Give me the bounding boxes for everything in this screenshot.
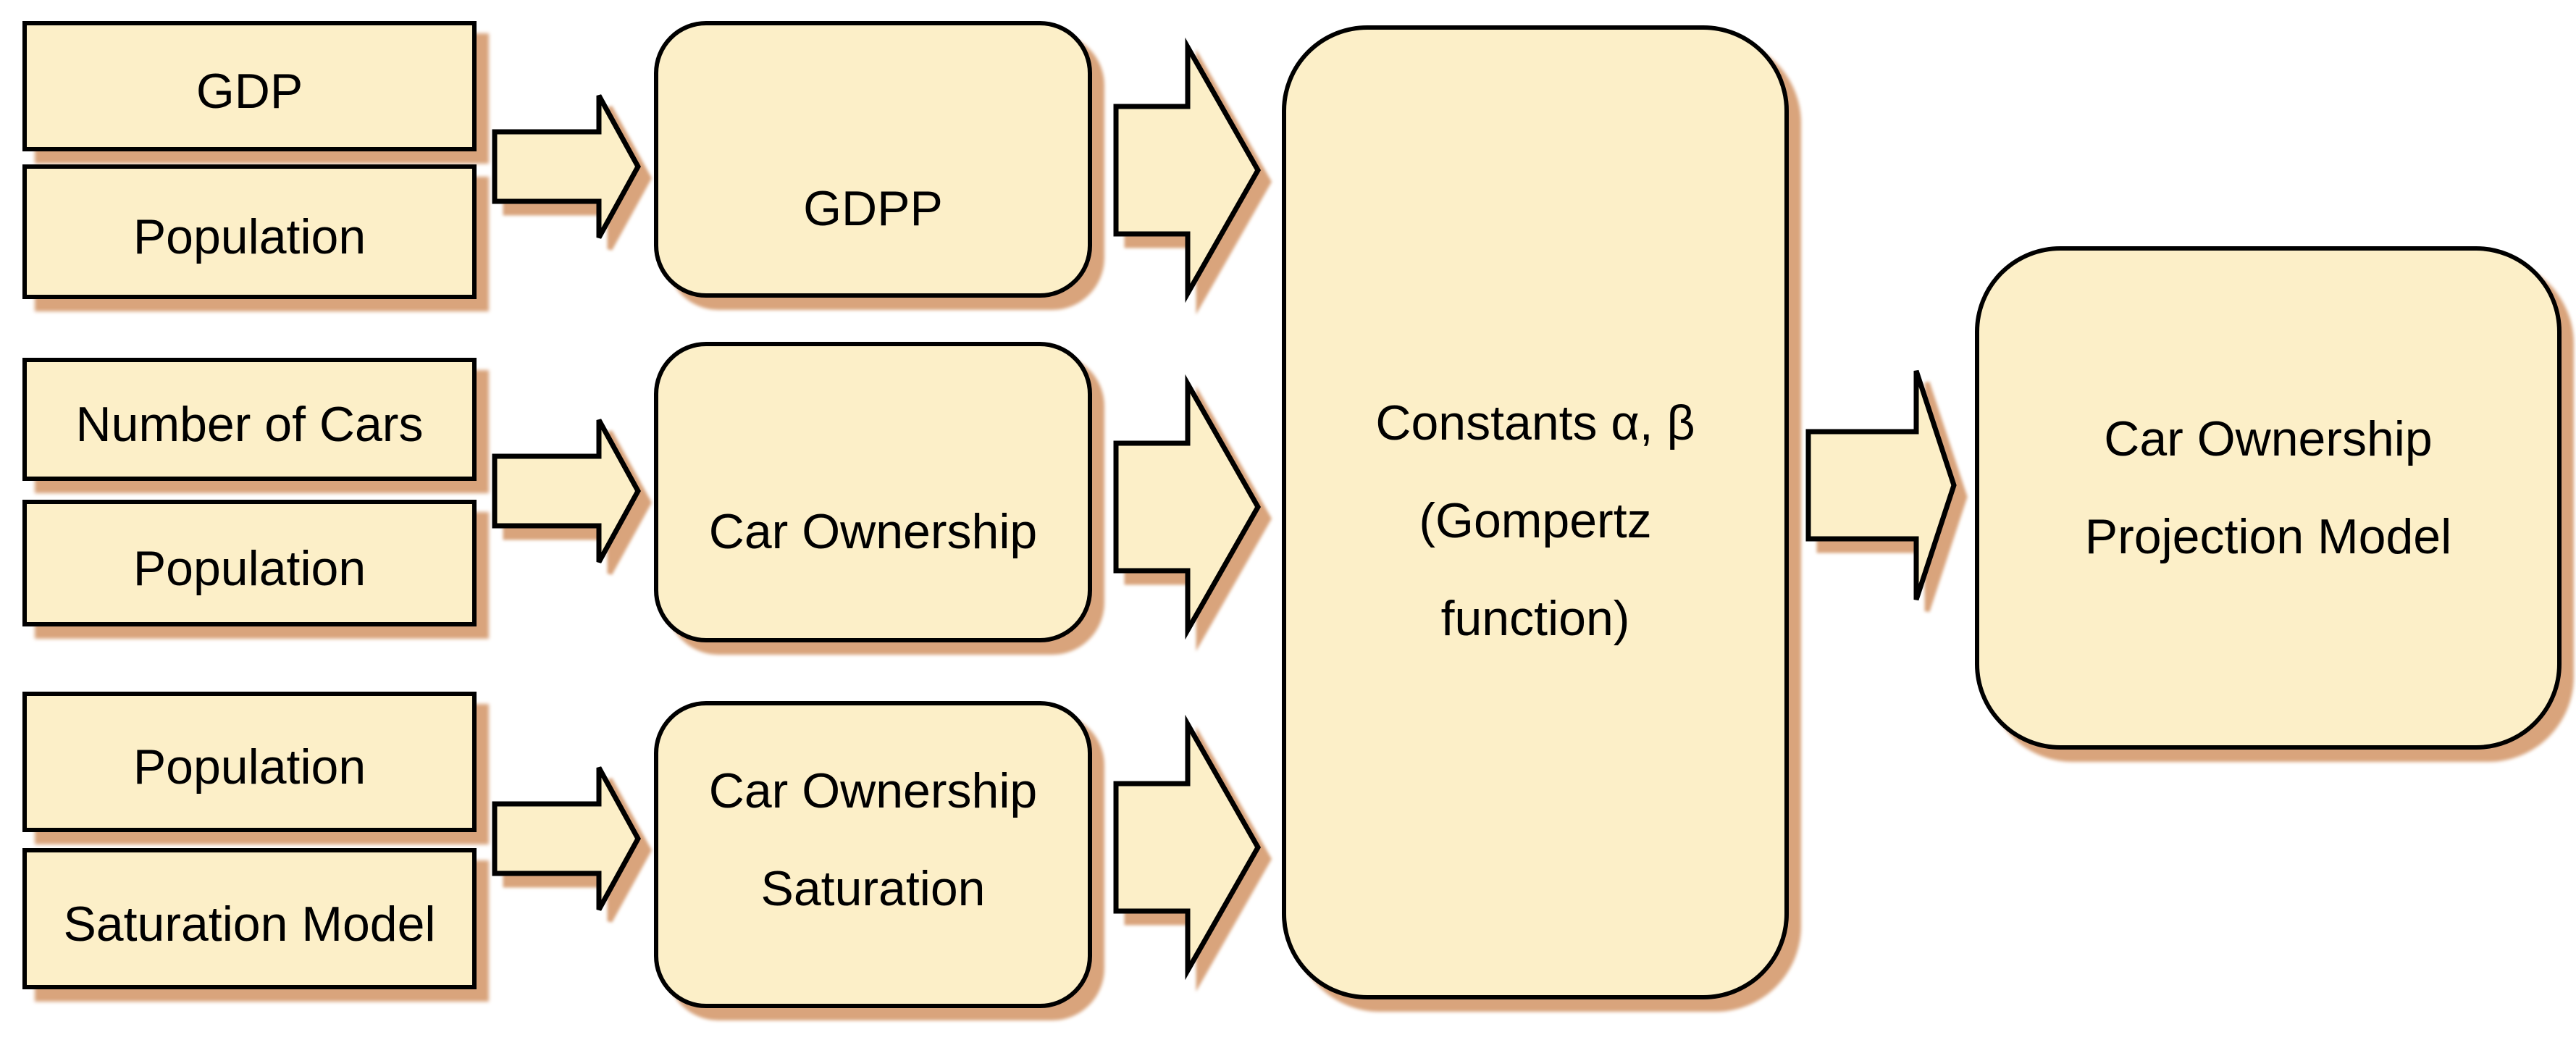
arrow-saturation-to-constants bbox=[1113, 714, 1262, 981]
node-projection-model-line1: Car Ownership bbox=[2104, 411, 2433, 466]
node-number-of-cars-label: Number of Cars bbox=[75, 397, 424, 452]
node-number-of-cars: Number of Cars bbox=[22, 358, 477, 481]
node-constants-line2: (Gompertz bbox=[1419, 493, 1652, 548]
arrow-inputs-to-saturation bbox=[492, 766, 641, 911]
node-constants-line3: function) bbox=[1440, 591, 1630, 646]
node-saturation-model: Saturation Model bbox=[22, 848, 477, 989]
node-saturation-model-label: Saturation Model bbox=[63, 896, 436, 952]
arrow-car-ownership-to-constants bbox=[1113, 374, 1262, 640]
arrow-gdpp-to-constants bbox=[1113, 37, 1262, 303]
node-population-1: Population bbox=[22, 164, 477, 299]
node-population-1-label: Population bbox=[133, 209, 366, 264]
node-population-2-label: Population bbox=[133, 540, 366, 596]
arrow-inputs-to-gdpp bbox=[492, 94, 641, 239]
arrow-inputs-to-car-ownership bbox=[492, 419, 641, 563]
arrow-constants-to-projection-model bbox=[1805, 369, 1957, 601]
node-population-3: Population bbox=[22, 692, 477, 832]
node-car-ownership-saturation: Car Ownership Saturation bbox=[654, 701, 1092, 1008]
node-projection-model-line2: Projection Model bbox=[2084, 508, 2452, 564]
node-car-ownership-saturation-line2: Saturation bbox=[760, 861, 986, 916]
node-gdp: GDP bbox=[22, 21, 477, 151]
node-constants-line1: Constants α, β bbox=[1375, 395, 1695, 450]
node-gdpp: GDPP bbox=[654, 21, 1092, 298]
node-gdpp-label: GDPP bbox=[803, 181, 943, 236]
node-constants-gompertz: Constants α, β (Gompertz function) bbox=[1282, 25, 1789, 999]
node-gdp-label: GDP bbox=[196, 64, 303, 119]
node-car-ownership-label: Car Ownership bbox=[708, 503, 1038, 559]
node-car-ownership-saturation-line1: Car Ownership bbox=[708, 763, 1038, 818]
node-population-2: Population bbox=[22, 500, 477, 626]
node-car-ownership: Car Ownership bbox=[654, 342, 1092, 642]
node-population-3-label: Population bbox=[133, 739, 366, 794]
node-car-ownership-projection-model: Car Ownership Projection Model bbox=[1975, 246, 2562, 750]
